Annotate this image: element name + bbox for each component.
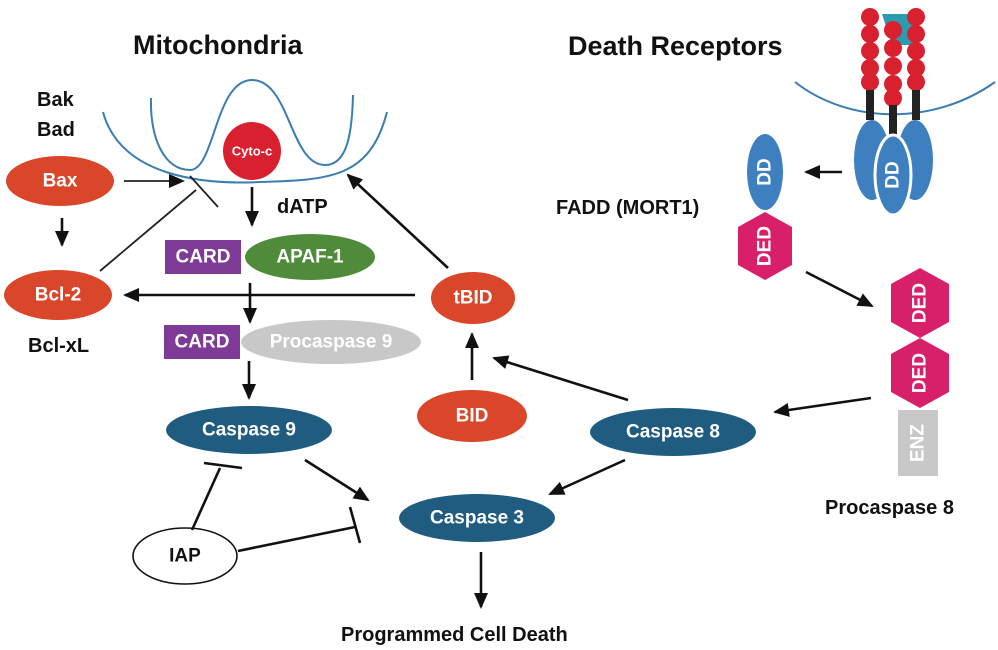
iap-inhibit-caspase3-line [237, 525, 356, 553]
death-receptors-title: Death Receptors [568, 31, 783, 61]
cyto-c-label: Cyto-c [232, 144, 272, 159]
mitochondria-inner-membrane [149, 78, 354, 172]
bcl2-inhibit-line [99, 189, 197, 272]
caspase9-node [166, 406, 332, 454]
fadd-dd-node [747, 134, 783, 210]
fadd-ded-label: DED [755, 226, 776, 266]
bcl2-inhibit-bar [189, 175, 219, 208]
iap-node [132, 527, 238, 585]
card-1-label: CARD [176, 247, 231, 268]
fadd-ded-node [738, 212, 792, 280]
bcl-xl-label: Bcl-xL [28, 335, 89, 357]
card-2-label: CARD [175, 332, 230, 353]
caspase9-to-caspase3-arrow [304, 458, 370, 502]
procaspase8-ded1-label: DED [910, 283, 931, 323]
bcl2-node [4, 270, 112, 320]
bak-label: Bak [37, 89, 75, 111]
bcl2-label: Bcl-2 [35, 285, 81, 306]
procaspase8-ded2-label: DED [910, 353, 931, 393]
iap-inhibit-caspase3-bar [348, 506, 362, 544]
iap-label: IAP [169, 546, 201, 567]
fadd-dd-label: DD [755, 158, 776, 185]
caspase8-to-bid-arrow [492, 355, 629, 402]
mitochondria-outer-membrane [102, 111, 388, 184]
tbid-node [431, 272, 515, 324]
receptor-dd-label: DD [883, 161, 904, 188]
death-receptor-complex: DD [854, 8, 933, 217]
procaspase8-label: Procaspase 8 [825, 497, 954, 519]
procaspase8-enz-node [898, 410, 938, 476]
fadd-to-procaspase8-arrow [805, 270, 874, 308]
bid-node [417, 390, 527, 442]
receptor-cysteine-domains [861, 8, 925, 107]
caspase8-label: Caspase 8 [626, 422, 720, 443]
bad-label: Bad [37, 119, 75, 141]
programmed-cell-death-label: Programmed Cell Death [341, 624, 568, 646]
mitochondria-title: Mitochondria [133, 30, 303, 60]
procaspase8-ded2-node [891, 338, 949, 408]
datp-label: dATP [277, 196, 328, 218]
apaf1-node [245, 234, 375, 280]
procaspase8-to-caspase8-arrow [773, 396, 872, 417]
card-domain-2 [164, 325, 240, 359]
card-domain-1 [165, 240, 241, 274]
tbid-label: tBID [453, 288, 492, 309]
caspase3-node [399, 494, 555, 542]
iap-inhibit-caspase9-line [190, 467, 222, 531]
iap-inhibit-caspase9-bar [203, 461, 243, 470]
procaspase9-node [241, 320, 421, 364]
caspase3-label: Caspase 3 [430, 508, 524, 529]
caspase8-to-caspase3-arrow [548, 458, 626, 496]
procaspase9-label: Procaspase 9 [270, 332, 393, 353]
bid-label: BID [456, 406, 489, 427]
procaspase8-enz-label: ENZ [908, 424, 929, 462]
tbid-to-mito-arrow [346, 173, 449, 269]
fadd-label: FADD (MORT1) [556, 197, 699, 219]
caspase9-label: Caspase 9 [202, 420, 296, 441]
bax-label: Bax [43, 171, 78, 192]
apaf1-label: APAF-1 [276, 247, 344, 268]
bax-node [6, 156, 114, 206]
procaspase8-ded1-node [891, 268, 949, 338]
cyto-c-node [223, 122, 281, 180]
caspase8-node [590, 408, 756, 456]
